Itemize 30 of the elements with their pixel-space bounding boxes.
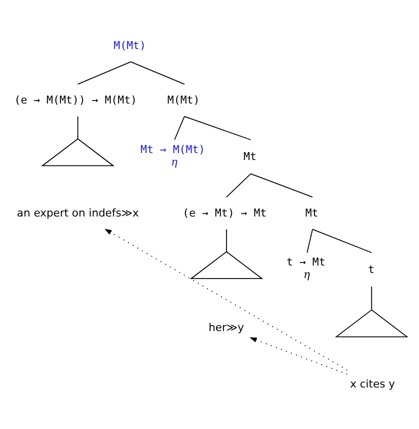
connector [184,116,252,140]
node-triangle [190,250,264,279]
connector [226,228,227,252]
node-label: η [304,268,310,281]
node-text: Mt → M(Mt) [140,142,206,156]
connector [77,116,78,139]
connector [77,60,132,84]
node-text: t [368,262,375,276]
node-label: η [170,154,178,168]
arrow [250,336,348,374]
node-text: t → Mt [286,255,326,268]
arrow [104,228,348,370]
node-text: Mt [244,150,256,162]
connector [250,172,313,198]
connector [130,60,185,84]
connector [226,172,252,198]
connector [312,228,372,253]
node-triangle [334,308,408,337]
node-triangle [41,138,115,166]
connector [306,228,313,253]
connector [371,286,372,310]
node-text: an expert on indefs≫x [16,206,139,219]
connector [174,116,185,140]
node-text: her≫y [208,320,244,334]
node-text: Mt [305,206,318,219]
node-text: (e → M(Mt)) → M(Mt) [14,93,138,106]
node-text: x cites y [350,377,395,390]
node-text: M(Mt) [167,93,200,106]
node-text: (e → Mt) → Mt [182,206,267,219]
node-text: M(Mt) [114,38,146,52]
